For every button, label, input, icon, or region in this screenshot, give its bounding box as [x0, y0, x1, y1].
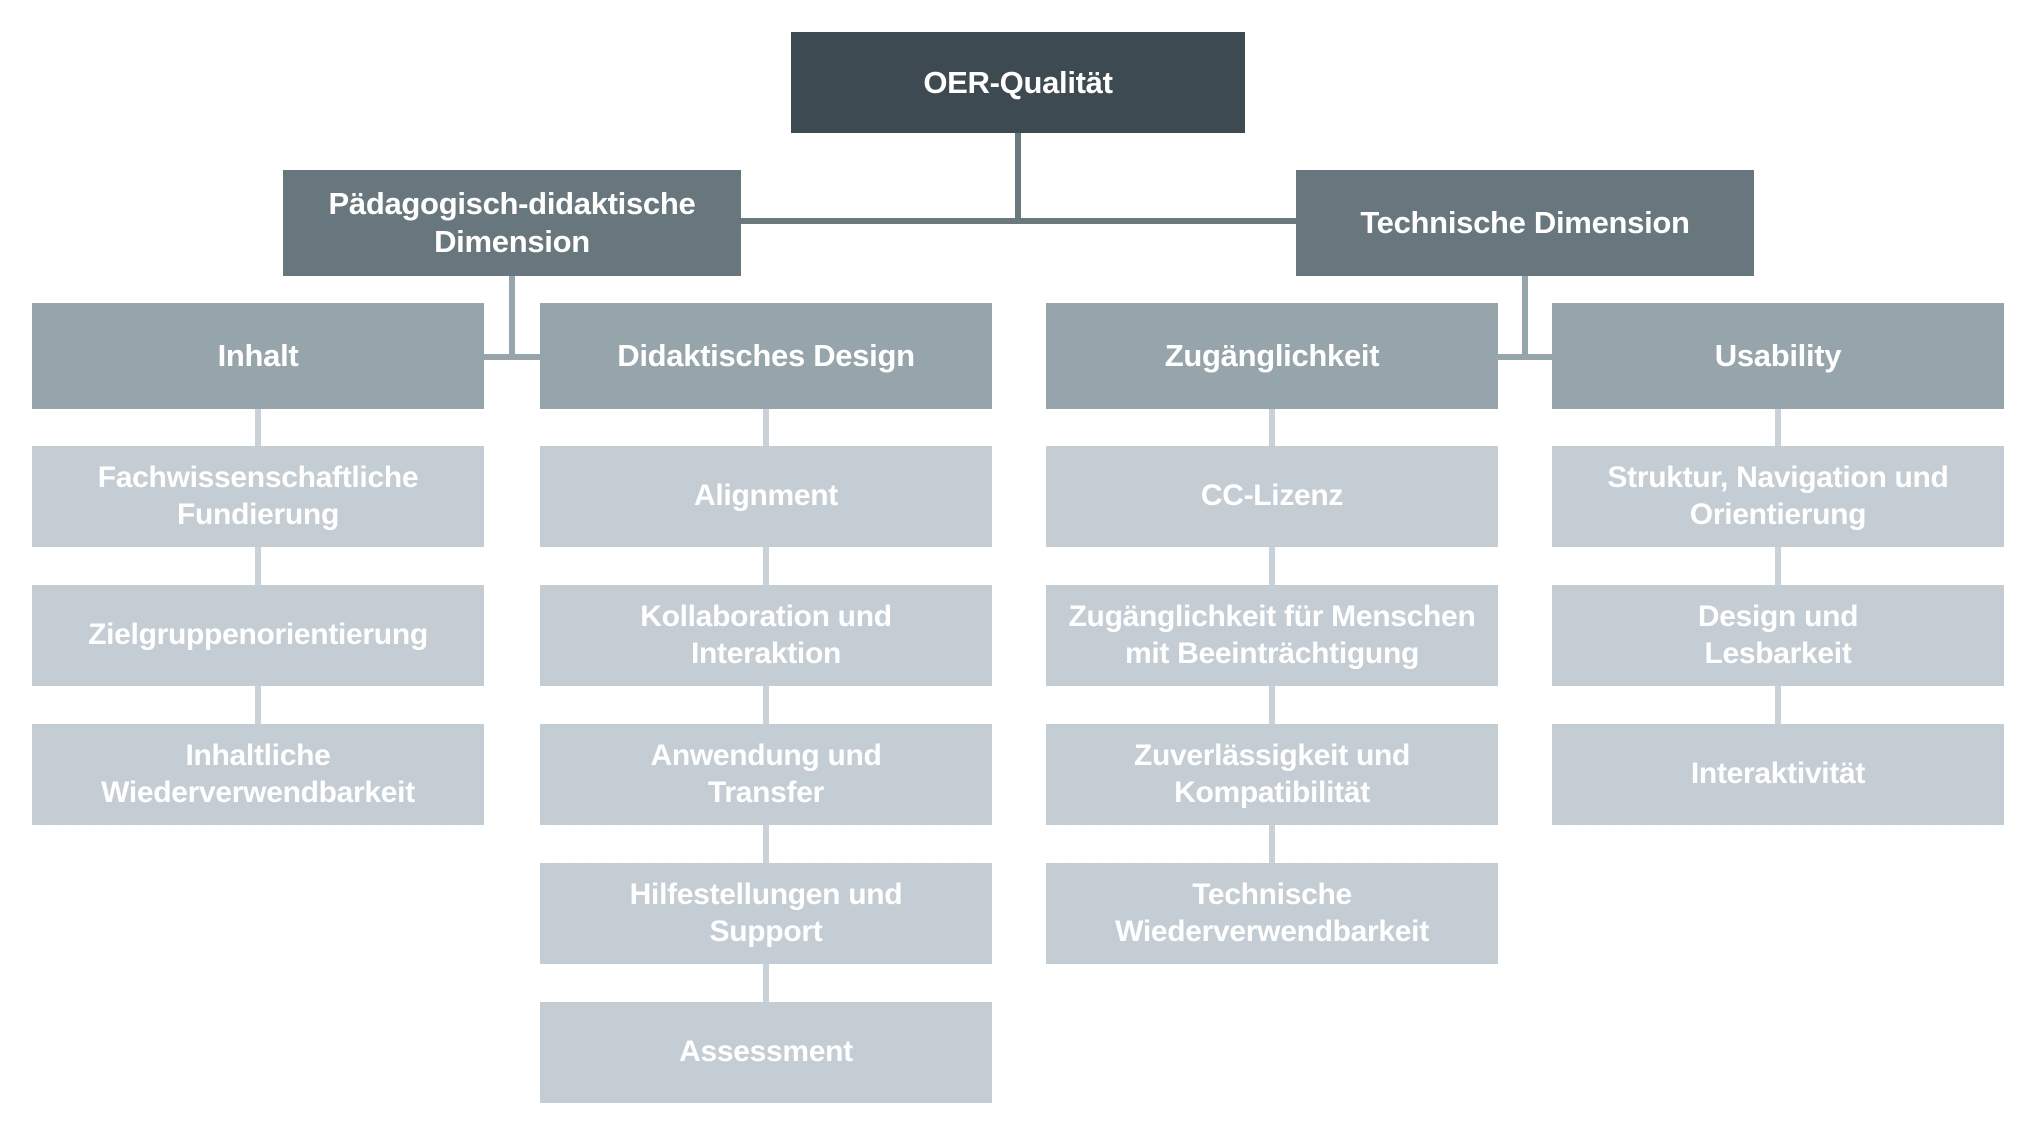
root-node-label: OER-Qualität	[923, 64, 1113, 100]
item-label: Kollaboration und Interaktion	[640, 599, 892, 670]
category-node-zugaenglichkeit: Zugänglichkeit	[1046, 303, 1498, 409]
dimension-node-paedagogisch-didaktisch: Pädagogisch-didaktische Dimension	[283, 170, 741, 276]
item-label: CC-Lizenz	[1200, 479, 1344, 513]
item-node-assessment: Assessment	[540, 1002, 992, 1103]
item-node-zugaenglichkeit-menschen-beeintraechtigung: Zugänglichkeit für Menschen mit Beeinträ…	[1046, 585, 1498, 686]
item-label: Alignment	[694, 479, 838, 513]
item-node-interaktivitaet: Interaktivität	[1552, 724, 2004, 825]
connector-col3-1	[1269, 409, 1275, 446]
item-node-alignment: Alignment	[540, 446, 992, 547]
dimension-label: Technische Dimension	[1360, 205, 1690, 241]
connector-dimension-right-vertical	[1522, 276, 1528, 360]
category-label: Inhalt	[217, 338, 299, 374]
category-node-inhalt: Inhalt	[32, 303, 484, 409]
item-label: Design und Lesbarkeit	[1697, 599, 1859, 670]
connector-dimension-left-horizontal	[484, 354, 540, 360]
item-label: Anwendung und Transfer	[650, 738, 882, 809]
connector-dimension-left-vertical	[509, 276, 515, 360]
item-node-cc-lizenz: CC-Lizenz	[1046, 446, 1498, 547]
connector-col3-2	[1269, 547, 1275, 585]
connector-col3-3	[1269, 686, 1275, 724]
connector-col1-3	[255, 686, 261, 724]
connector-col2-2	[763, 547, 769, 585]
item-label: Inhaltliche Wiederverwendbarkeit	[101, 738, 415, 809]
item-label: Hilfestellungen und Support	[629, 877, 903, 948]
item-label: Fachwissenschaftliche Fundierung	[97, 460, 419, 531]
connector-col1-2	[255, 547, 261, 585]
item-node-kollaboration-und-interaktion: Kollaboration und Interaktion	[540, 585, 992, 686]
connector-col3-4	[1269, 825, 1275, 863]
connector-col2-5	[763, 964, 769, 1002]
item-label: Zuverlässigkeit und Kompatibilität	[1133, 738, 1411, 809]
category-node-didaktisches-design: Didaktisches Design	[540, 303, 992, 409]
root-node-oer-qualitaet: OER-Qualität	[791, 32, 1245, 133]
item-node-anwendung-und-transfer: Anwendung und Transfer	[540, 724, 992, 825]
item-label: Struktur, Navigation und Orientierung	[1607, 460, 1949, 531]
item-label: Technische Wiederverwendbarkeit	[1115, 877, 1429, 948]
connector-col2-1	[763, 409, 769, 446]
connector-col4-2	[1775, 547, 1781, 585]
connector-col2-4	[763, 825, 769, 863]
item-label: Zugänglichkeit für Menschen mit Beeinträ…	[1068, 599, 1476, 670]
item-node-struktur-navigation-orientierung: Struktur, Navigation und Orientierung	[1552, 446, 2004, 547]
item-node-technische-wiederverwendbarkeit: Technische Wiederverwendbarkeit	[1046, 863, 1498, 964]
item-node-design-und-lesbarkeit: Design und Lesbarkeit	[1552, 585, 2004, 686]
item-node-zuverlaessigkeit-und-kompatibilitaet: Zuverlässigkeit und Kompatibilität	[1046, 724, 1498, 825]
connector-col2-3	[763, 686, 769, 724]
item-node-hilfestellungen-und-support: Hilfestellungen und Support	[540, 863, 992, 964]
connector-root-horizontal	[741, 218, 1296, 224]
item-node-fachwissenschaftliche-fundierung: Fachwissenschaftliche Fundierung	[32, 446, 484, 547]
item-label: Zielgruppenorientierung	[88, 618, 428, 652]
category-label: Didaktisches Design	[617, 338, 915, 374]
category-node-usability: Usability	[1552, 303, 2004, 409]
item-node-inhaltliche-wiederverwendbarkeit: Inhaltliche Wiederverwendbarkeit	[32, 724, 484, 825]
dimension-node-technisch: Technische Dimension	[1296, 170, 1754, 276]
connector-col4-1	[1775, 409, 1781, 446]
item-label: Assessment	[679, 1035, 853, 1069]
connector-dimension-right-horizontal	[1498, 354, 1554, 360]
item-node-zielgruppenorientierung: Zielgruppenorientierung	[32, 585, 484, 686]
item-label: Interaktivität	[1690, 757, 1866, 791]
category-label: Zugänglichkeit	[1164, 338, 1380, 374]
connector-root-vertical	[1015, 133, 1021, 223]
connector-col4-3	[1775, 686, 1781, 724]
connector-col1-1	[255, 409, 261, 446]
category-label: Usability	[1714, 338, 1842, 374]
dimension-label: Pädagogisch-didaktische Dimension	[328, 186, 696, 259]
